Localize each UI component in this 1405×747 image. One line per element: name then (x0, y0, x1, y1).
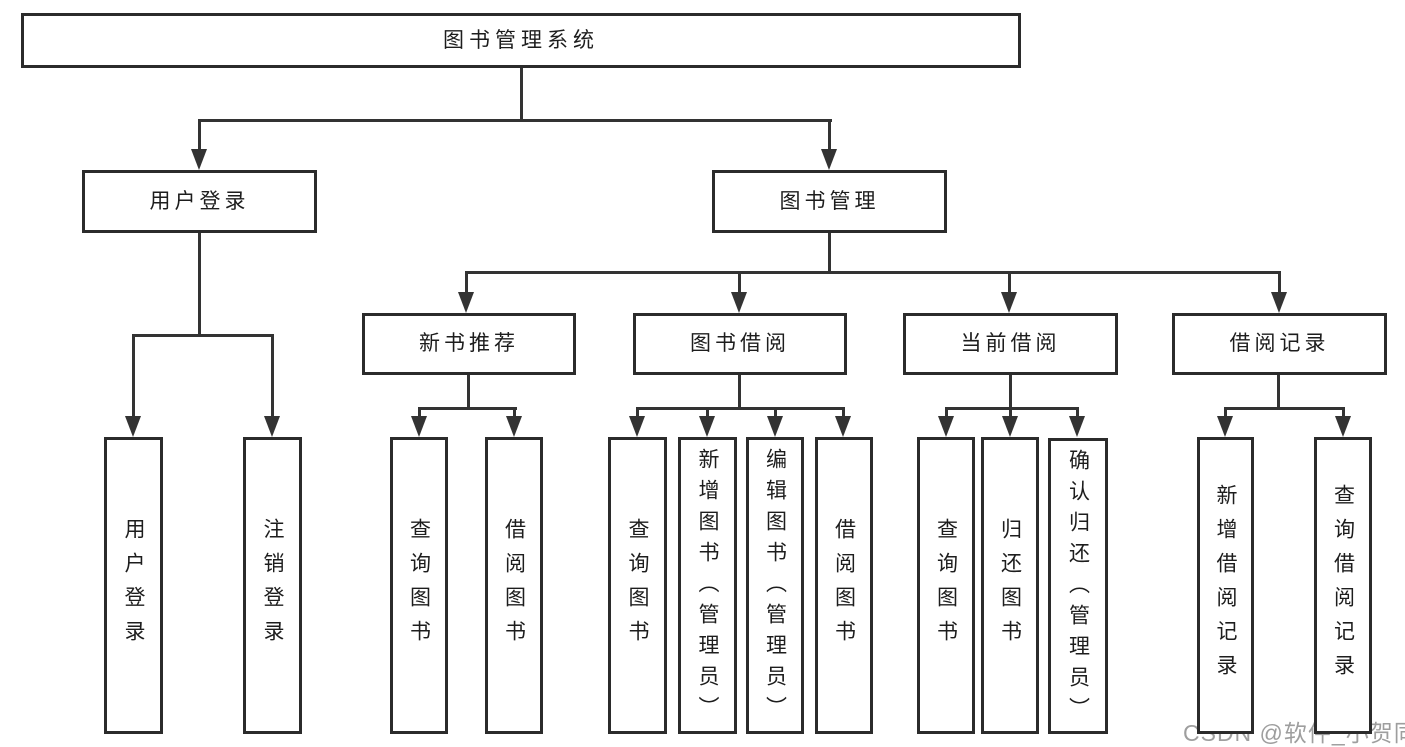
node-label: 查询图书 (407, 517, 431, 654)
connector-line (945, 407, 1079, 410)
connector-line (198, 119, 201, 151)
connector-line (774, 407, 777, 418)
node-label: 新增借阅记录 (1214, 483, 1237, 688)
connector-line (1277, 375, 1280, 410)
connector-line (1009, 375, 1012, 410)
arrowhead-icon (264, 416, 280, 437)
node-label: 图书管理系统 (443, 28, 599, 52)
node-label: 查询图书 (626, 517, 649, 654)
node-label: 归还图书 (998, 517, 1022, 654)
node-borrowing-records: 借阅记录 (1172, 313, 1387, 375)
node-leaf-user-login: 用户登录 (104, 437, 163, 734)
arrowhead-icon (1217, 416, 1233, 437)
node-current-borrowing: 当前借阅 (903, 313, 1118, 375)
node-label: 查询图书 (934, 517, 958, 654)
connector-line (132, 334, 135, 418)
node-book-management: 图书管理 (712, 170, 947, 233)
node-label: 用户登录 (149, 189, 250, 213)
node-user-login-branch: 用户登录 (82, 170, 317, 233)
arrowhead-icon (458, 292, 474, 313)
node-new-book-recommend: 新书推荐 (362, 313, 576, 375)
arrowhead-icon (411, 416, 427, 437)
connector-line (418, 407, 517, 410)
arrowhead-icon (506, 416, 522, 437)
node-book-borrowing: 图书借阅 (633, 313, 847, 375)
node-label: 编辑图书（管理员） (763, 448, 787, 727)
connector-line (636, 407, 639, 418)
node-leaf-confirm-return: 确认归还（管理员） (1048, 438, 1108, 734)
connector-line (706, 407, 709, 418)
arrowhead-icon (821, 149, 837, 170)
connector-line (842, 407, 845, 418)
connector-line (467, 375, 470, 410)
connector-line (828, 233, 831, 274)
connector-line (465, 271, 468, 294)
node-leaf-edit-book: 编辑图书（管理员） (746, 437, 804, 734)
node-leaf-query-book-b: 查询图书 (608, 437, 667, 734)
node-label: 新增图书（管理员） (696, 448, 719, 727)
node-label: 图书借阅 (690, 332, 790, 356)
arrowhead-icon (1002, 416, 1018, 437)
node-leaf-borrow-book-b: 借阅图书 (815, 437, 873, 734)
node-leaf-add-book: 新增图书（管理员） (678, 437, 737, 734)
node-leaf-query-record: 查询借阅记录 (1314, 437, 1372, 734)
connector-line (636, 407, 845, 410)
node-leaf-borrow-book-a: 借阅图书 (485, 437, 543, 734)
connector-line (828, 119, 831, 151)
arrowhead-icon (767, 416, 783, 437)
node-label: 借阅记录 (1229, 332, 1330, 356)
arrowhead-icon (1335, 416, 1351, 437)
node-label: 注销登录 (261, 517, 284, 654)
connector-line (1278, 271, 1281, 294)
node-leaf-query-book-c: 查询图书 (917, 437, 975, 734)
node-label: 新书推荐 (419, 332, 519, 356)
node-label: 当前借阅 (960, 332, 1061, 356)
arrowhead-icon (938, 416, 954, 437)
node-label: 借阅图书 (502, 517, 526, 654)
connector-line (945, 407, 948, 418)
arrowhead-icon (125, 416, 141, 437)
arrowhead-icon (1001, 292, 1017, 313)
connector-line (1009, 407, 1012, 418)
node-label: 查询借阅记录 (1331, 483, 1355, 688)
connector-line (198, 233, 201, 337)
node-root: 图书管理系统 (21, 13, 1021, 68)
node-label: 确认归还（管理员） (1066, 449, 1090, 728)
connector-line (513, 407, 516, 418)
node-label: 用户登录 (122, 517, 145, 654)
connector-line (1224, 407, 1227, 418)
connector-line (520, 68, 523, 120)
connector-line (418, 407, 421, 418)
node-label: 借阅图书 (832, 517, 856, 654)
node-label: 图书管理 (779, 189, 880, 213)
node-leaf-add-record: 新增借阅记录 (1197, 437, 1254, 734)
connector-line (1224, 407, 1345, 410)
node-leaf-logout: 注销登录 (243, 437, 302, 734)
arrowhead-icon (191, 149, 207, 170)
arrowhead-icon (835, 416, 851, 437)
connector-line (132, 334, 274, 337)
arrowhead-icon (1271, 292, 1287, 313)
arrowhead-icon (1069, 416, 1085, 437)
connector-line (271, 334, 274, 418)
connector-line (198, 119, 832, 122)
connector-line (738, 375, 741, 410)
arrowhead-icon (731, 292, 747, 313)
connector-line (738, 271, 741, 294)
connector-line (1008, 271, 1011, 294)
arrowhead-icon (629, 416, 645, 437)
connector-line (1076, 407, 1079, 418)
node-leaf-return-book: 归还图书 (981, 437, 1039, 734)
connector-line (465, 271, 1281, 274)
arrowhead-icon (699, 416, 715, 437)
connector-line (1342, 407, 1345, 418)
node-leaf-query-book-a: 查询图书 (390, 437, 448, 734)
